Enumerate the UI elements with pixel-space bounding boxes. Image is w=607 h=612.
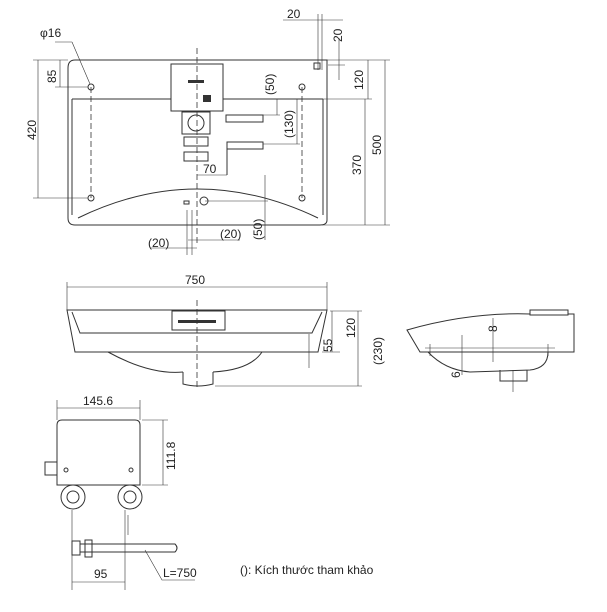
mount-slot-2 [226, 141, 264, 175]
top-view: φ16 20 20 120 500 370 420 85 (50) (130) … [25, 7, 390, 255]
control-box-detail: 145.6 111.8 95 L=750 [44, 394, 197, 590]
side-dims [461, 318, 514, 392]
dim-50-upper: (50) [263, 74, 277, 95]
side-view: 8 6 [406, 309, 575, 392]
connector [44, 461, 58, 476]
control-box-dims [56, 400, 195, 590]
front-view: 750 120 55 (230) [66, 273, 385, 390]
overflow [183, 200, 190, 205]
dim-500: 500 [370, 135, 384, 155]
dim-8: 8 [486, 325, 500, 332]
dim-230: (230) [371, 337, 385, 365]
slot-2 [183, 151, 209, 162]
dim-50-lower: (50) [251, 219, 265, 240]
dim-6: 6 [449, 371, 463, 378]
screw [63, 467, 69, 473]
dim-111-8: 111.8 [164, 441, 178, 470]
centerline [90, 48, 303, 245]
valve-port-left [60, 484, 86, 510]
hole-diameter-label: φ16 [40, 26, 61, 40]
corner-marker [313, 62, 321, 70]
valve-port-inner [66, 490, 80, 504]
dim-55: 55 [321, 338, 335, 352]
side-rim-lines [425, 344, 555, 356]
dim-20-left: (20) [148, 236, 169, 250]
dim-120-front: 120 [344, 318, 358, 338]
valve-port-inner [123, 490, 137, 504]
control-box-side [529, 309, 569, 316]
control-label [188, 80, 204, 83]
dimension-lines-front [66, 282, 362, 387]
dimension-lines [33, 14, 390, 255]
dim-750: 750 [185, 273, 205, 287]
dim-145-6: 145.6 [83, 394, 113, 408]
valve-port-right [117, 484, 143, 510]
sink-front-outline [66, 309, 328, 353]
basin-curve [77, 188, 319, 219]
side-bowl [427, 351, 549, 382]
drain-front [182, 372, 214, 387]
dim-95: 95 [94, 567, 108, 581]
control-indicator [203, 95, 211, 102]
sensor-icon [187, 114, 205, 132]
dim-120: 120 [352, 70, 366, 90]
sink-side-outline [406, 313, 575, 353]
dim-20-vertical: 20 [331, 28, 345, 42]
reference-note: (): Kích thước tham khảo [240, 563, 374, 577]
sink-outline-top [67, 59, 328, 226]
dim-20-horizontal: 20 [287, 7, 301, 21]
dim-370: 370 [350, 155, 364, 175]
sensor-window [181, 111, 211, 135]
dim-420: 420 [25, 120, 39, 140]
bowl-curve [107, 351, 263, 373]
hose [71, 539, 178, 558]
mount-slot-1 [225, 114, 264, 123]
slot-1 [183, 136, 209, 147]
dim-130: (130) [282, 110, 296, 138]
dim-20-right: (20) [220, 227, 241, 241]
dim-85: 85 [45, 69, 59, 83]
hose-length: L=750 [163, 566, 197, 580]
dim-70: 70 [203, 162, 217, 176]
screw [128, 467, 134, 473]
control-box-body [56, 419, 141, 486]
